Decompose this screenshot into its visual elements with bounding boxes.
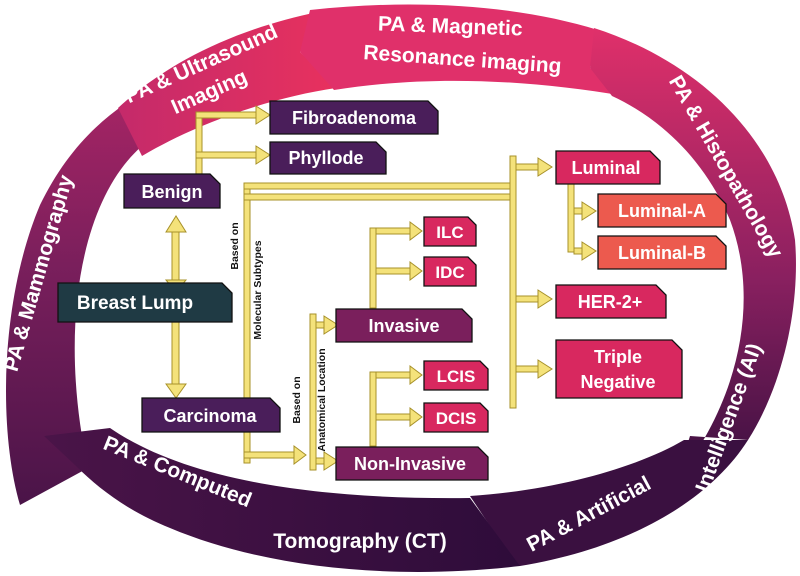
node-benign-label: Benign	[142, 182, 203, 202]
ring-label-ct-2: Tomography (CT)	[273, 530, 446, 553]
node-luminal-label: Luminal	[571, 158, 640, 178]
node-triple-negative-label-2: Negative	[580, 372, 655, 392]
connectors	[164, 105, 597, 471]
node-invasive-label: Invasive	[368, 316, 439, 336]
node-phyllode-label: Phyllode	[288, 148, 363, 168]
node-her2: HER-2+	[555, 284, 667, 319]
node-breast-lump: Breast Lump	[57, 282, 233, 323]
node-luminal: Luminal	[555, 150, 661, 185]
node-fibroadenoma: Fibroadenoma	[269, 100, 439, 135]
node-ilc: ILC	[423, 216, 477, 247]
label-anatomical-location: Anatomical Location	[316, 348, 328, 451]
node-dcis-label: DCIS	[436, 409, 477, 428]
ring-segment-ct	[44, 428, 520, 572]
node-invasive: Invasive	[335, 308, 473, 343]
ring-label-mri-1: PA & Magnetic	[378, 12, 524, 40]
label-molecular-subtypes: Molecular Subtypes	[252, 240, 264, 339]
node-triple-negative: Triple Negative	[555, 339, 683, 399]
node-breast-lump-label: Breast Lump	[77, 293, 193, 314]
ring-segment-histopathology	[590, 28, 796, 480]
node-benign: Benign	[123, 173, 221, 209]
node-lcis-label: LCIS	[437, 367, 476, 386]
ring-segment-ultrasound	[118, 12, 336, 156]
node-luminal-a: Luminal-A	[597, 193, 727, 228]
node-idc-label: IDC	[435, 263, 464, 282]
node-phyllode: Phyllode	[269, 141, 387, 175]
node-non-invasive: Non-Invasive	[335, 446, 489, 481]
node-dcis: DCIS	[423, 402, 489, 433]
ring-segment-ai	[470, 440, 748, 566]
node-luminal-b-label: Luminal-B	[618, 243, 706, 263]
label-based-on-molecular: Based on	[229, 222, 241, 269]
node-ilc-label: ILC	[436, 223, 463, 242]
ring-segment-mri	[300, 4, 624, 97]
node-non-invasive-label: Non-Invasive	[354, 454, 466, 474]
node-triple-negative-label-1: Triple	[594, 347, 642, 367]
node-carcinoma-label: Carcinoma	[163, 406, 257, 426]
node-idc: IDC	[423, 256, 477, 287]
node-her2-label: HER-2+	[578, 292, 643, 312]
node-lcis: LCIS	[423, 360, 489, 391]
node-carcinoma: Carcinoma	[141, 397, 281, 433]
node-luminal-b: Luminal-B	[597, 235, 727, 270]
label-based-on-anatomical: Based on	[291, 376, 303, 423]
node-luminal-a-label: Luminal-A	[618, 201, 706, 221]
node-fibroadenoma-label: Fibroadenoma	[292, 108, 417, 128]
